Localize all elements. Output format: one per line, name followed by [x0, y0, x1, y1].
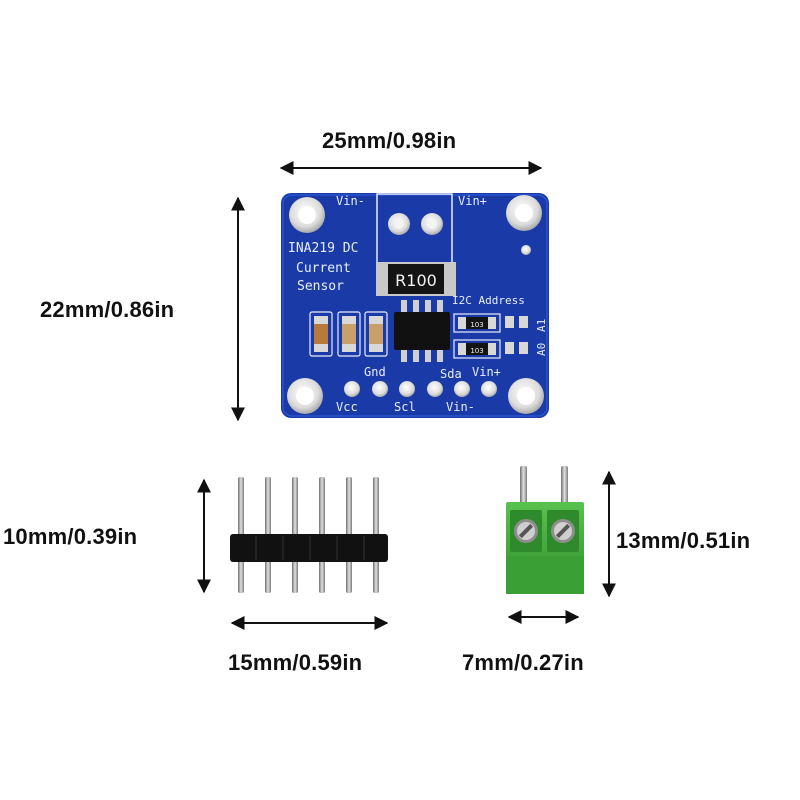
vin-minus-top-label: Vin- [336, 194, 365, 208]
pin-vin-plus-label: Vin+ [472, 365, 501, 379]
header-width-label: 15mm/0.59in [228, 650, 363, 675]
ina219-board: Vin- Vin+ INA219 DC Current Sensor R100 … [281, 193, 549, 418]
header-height-label: 10mm/0.39in [3, 524, 138, 549]
mounting-holes [287, 195, 544, 414]
screw-terminal [506, 466, 584, 594]
a0-label: A0 [535, 343, 548, 356]
resistor-label: R100 [395, 271, 437, 290]
terminal-width-label: 7mm/0.27in [462, 650, 584, 675]
board-title-line3: Sensor [297, 279, 344, 294]
vin-plus-top-label: Vin+ [458, 194, 487, 208]
pin-sda-label: Sda [440, 367, 462, 381]
ina219-chip [394, 300, 450, 362]
a1-label: A1 [535, 319, 548, 332]
header-pads [344, 381, 497, 397]
board-height-label: 22mm/0.86in [40, 297, 175, 322]
header-plastic [230, 534, 388, 562]
address-resistors: 103 103 [453, 313, 528, 359]
board-title-line1: INA219 DC [288, 241, 358, 256]
pin-vin-minus-label: Vin- [446, 400, 475, 414]
smd-code-1: 103 [470, 321, 483, 329]
board-width-label: 25mm/0.98in [322, 128, 457, 153]
board-title-line2: Current [296, 261, 351, 276]
smd-capacitors [309, 311, 388, 357]
terminal-height-label: 13mm/0.51in [616, 528, 751, 553]
pin-gnd-label: Gnd [364, 365, 386, 379]
i2c-address-label: I2C Address [452, 294, 525, 307]
shunt-resistor: R100 [376, 262, 456, 296]
smd-code-2: 103 [470, 347, 483, 355]
pin-header [230, 477, 388, 593]
pin-vcc-label: Vcc [336, 400, 358, 414]
pin-scl-label: Scl [394, 400, 416, 414]
